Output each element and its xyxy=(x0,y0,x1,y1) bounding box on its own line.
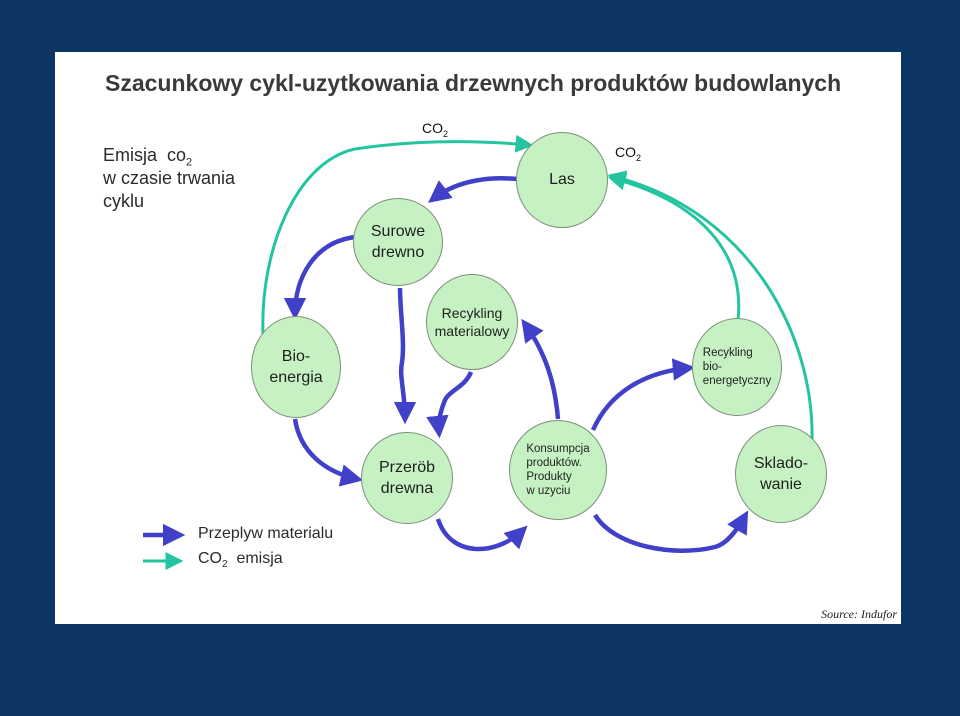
co2-label-top-chem: CO xyxy=(422,120,443,136)
node-przerob-label-1: Przeröb xyxy=(378,459,436,476)
flow-arrow-surowe-przerob xyxy=(393,287,417,425)
node-recykling-bio-label-2: bio- xyxy=(702,361,722,373)
co2-arrow-recykling-bio-las xyxy=(607,172,741,321)
co2-label-right-sub: 2 xyxy=(636,152,642,163)
co2-label-top-sub: 2 xyxy=(443,128,449,139)
emission-note-sub: 2 xyxy=(186,156,193,169)
emission-note-line2: w czasie trwania xyxy=(103,168,236,188)
source-credit: Source: Indufor xyxy=(821,607,897,621)
node-recykling-mat-label-2: materialowy xyxy=(434,323,510,339)
node-konsumpcja: Konsumpcja produktów. Produkty w uzyciu xyxy=(509,420,607,520)
co2-arrow-skladowanie-las xyxy=(607,170,814,443)
flow-arrow-przerob-konsumpcja xyxy=(435,518,528,552)
legend-material-label: Przeplyw materialu xyxy=(198,525,334,542)
co2-label-right: CO2 xyxy=(615,144,642,163)
node-konsumpcja-label-1: Konsumpcja xyxy=(526,443,590,455)
flow-arrow-bioenergia-przerob xyxy=(292,418,364,487)
node-recykling-bioenergetyczny: Recykling bio- energetyczny xyxy=(692,318,782,416)
node-skladowanie: Sklado- wanie xyxy=(735,425,827,523)
node-skladowanie-label-1: Sklado- xyxy=(753,455,809,472)
node-przerob-drewna: Przeröb drewna xyxy=(361,432,453,524)
flow-arrow-konsumpcja-skladowanie xyxy=(593,510,749,553)
co2-label-right-chem: CO xyxy=(615,144,636,160)
node-recykling-bio-label-3: energetyczny xyxy=(702,375,772,387)
emission-note: Emisja co2 w czasie trwania cyklu xyxy=(103,144,235,213)
node-recykling-mat-label-1: Recykling xyxy=(441,305,503,321)
legend-co2-text: emisja xyxy=(236,550,283,567)
flow-arrow-las-surowe xyxy=(428,176,518,203)
node-konsumpcja-label-4: w uzyciu xyxy=(526,485,571,497)
legend-co2-chem: CO xyxy=(198,550,222,567)
node-bioenergia-label-2: energia xyxy=(269,369,323,386)
node-surowe-label-1: Surowe xyxy=(370,223,426,240)
node-recykling-materialowy: Recykling materialowy xyxy=(426,274,518,370)
node-surowe-drewno: Surowe drewno xyxy=(353,198,443,286)
node-recykling-bio-label-1: Recykling xyxy=(702,347,753,359)
flow-arrow-konsumpcja-recykling-bio xyxy=(590,358,696,431)
co2-arrow-bioenergia-las xyxy=(261,134,534,335)
diagram-title: Szacunkowy cykl-uzytkowania drzewnych pr… xyxy=(105,70,842,96)
flow-arrow-recykling-przerob xyxy=(426,371,474,439)
node-skladowanie-label-2: wanie xyxy=(760,476,802,493)
flow-arrow-surowe-bioenergia xyxy=(283,234,356,321)
legend-co2-label: CO2 emisja xyxy=(198,550,283,571)
slide-panel: Szacunkowy cykl-uzytkowania drzewnych pr… xyxy=(55,52,901,624)
node-przerob-label-2: drewna xyxy=(380,480,434,497)
node-bioenergia: Bio- energia xyxy=(251,316,341,418)
node-surowe-label-2: drewno xyxy=(371,244,425,261)
node-konsumpcja-label-3: Produkty xyxy=(526,471,572,483)
node-las-label: Las xyxy=(549,171,575,188)
emission-note-chem: co xyxy=(167,145,187,165)
node-konsumpcja-label-2: produktów. xyxy=(526,457,582,469)
co2-label-top: CO2 xyxy=(422,120,449,139)
node-las: Las xyxy=(516,132,608,228)
emission-note-prefix: Emisja xyxy=(103,145,158,165)
cycle-diagram xyxy=(143,134,814,570)
node-bioenergia-label-1: Bio- xyxy=(281,348,311,365)
emission-note-line3: cyklu xyxy=(103,191,145,211)
flow-arrow-konsumpcja-recykling xyxy=(521,318,561,420)
legend-co2-sub: 2 xyxy=(222,559,228,571)
